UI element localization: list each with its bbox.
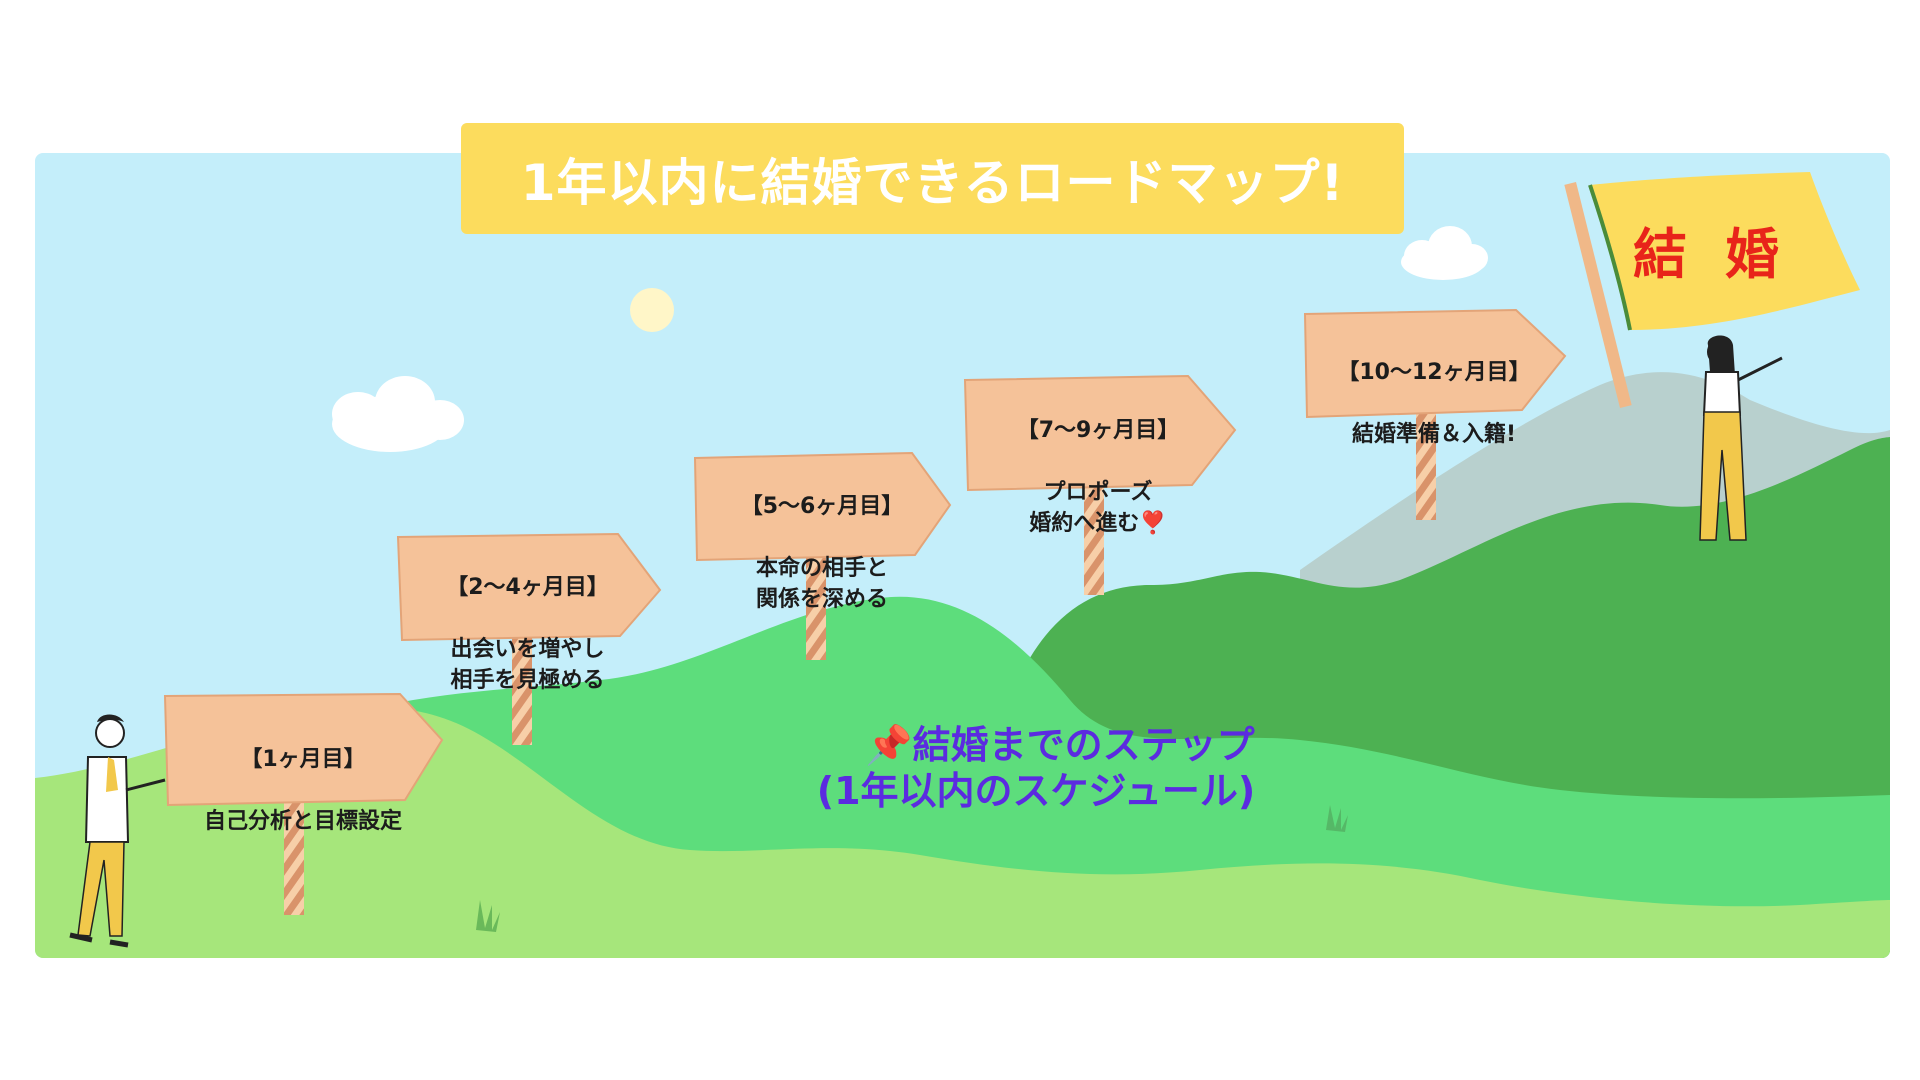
sign-2-period: 【2〜4ヶ月目】 — [446, 575, 609, 600]
sign-5-label: 結婚準備＆入籍! — [1351, 422, 1517, 447]
sign-2-label: 出会いを増やし 相手を見極める — [450, 637, 605, 693]
signpost-2 — [396, 532, 662, 745]
sign-1-text: 【1ヶ月目】 自己分析と目標設定 — [168, 713, 438, 868]
sign-3-period: 【5〜6ヶ月目】 — [740, 494, 904, 519]
sign-3-text: 【5〜6ヶ月目】 本命の相手と 関係を深める — [697, 460, 947, 646]
sign-3-label: 本命の相手と 関係を深める — [755, 556, 888, 612]
sign-5-text: 【10〜12ヶ月目】 結婚準備＆入籍! — [1307, 326, 1561, 481]
flag-icon — [1564, 172, 1860, 409]
page-title: 1年以内に結婚できるロードマップ! — [520, 153, 1345, 212]
grass-icon — [1326, 805, 1348, 832]
sign-5-period: 【10〜12ヶ月目】 — [1337, 360, 1531, 385]
cloud-icon — [1401, 226, 1488, 280]
woman-figure — [1699, 335, 1783, 541]
signpost-1 — [163, 692, 444, 915]
center-caption-line1: 📌結婚までのステップ — [865, 723, 1255, 767]
sign-2-text: 【2〜4ヶ月目】 出会いを増やし 相手を見極める — [400, 541, 655, 727]
signpost-4 — [963, 374, 1237, 595]
signpost-5 — [1303, 308, 1567, 520]
center-caption: 📌結婚までのステップ (1年以内のスケジュール) — [780, 722, 1340, 814]
flag-label: 結婚 — [1633, 223, 1817, 286]
man-figure — [69, 714, 166, 948]
grass-icon — [476, 900, 500, 932]
near-hill — [35, 706, 1890, 958]
signpost-3 — [693, 451, 952, 660]
sun-icon — [630, 288, 674, 332]
sign-4-period: 【7〜9ヶ月目】 — [1016, 418, 1180, 443]
title-banner: 1年以内に結婚できるロードマップ! — [461, 123, 1404, 234]
sign-4-label: プロポーズ 婚約へ進む❣️ — [1029, 480, 1167, 536]
cloud-icon — [332, 376, 464, 452]
sign-4-text: 【7〜9ヶ月目】 プロポーズ 婚約へ進む❣️ — [968, 384, 1228, 570]
center-caption-line2: (1年以内のスケジュール) — [816, 769, 1256, 813]
sign-1-label: 自己分析と目標設定 — [203, 809, 402, 834]
sign-1-period: 【1ヶ月目】 — [240, 747, 366, 772]
